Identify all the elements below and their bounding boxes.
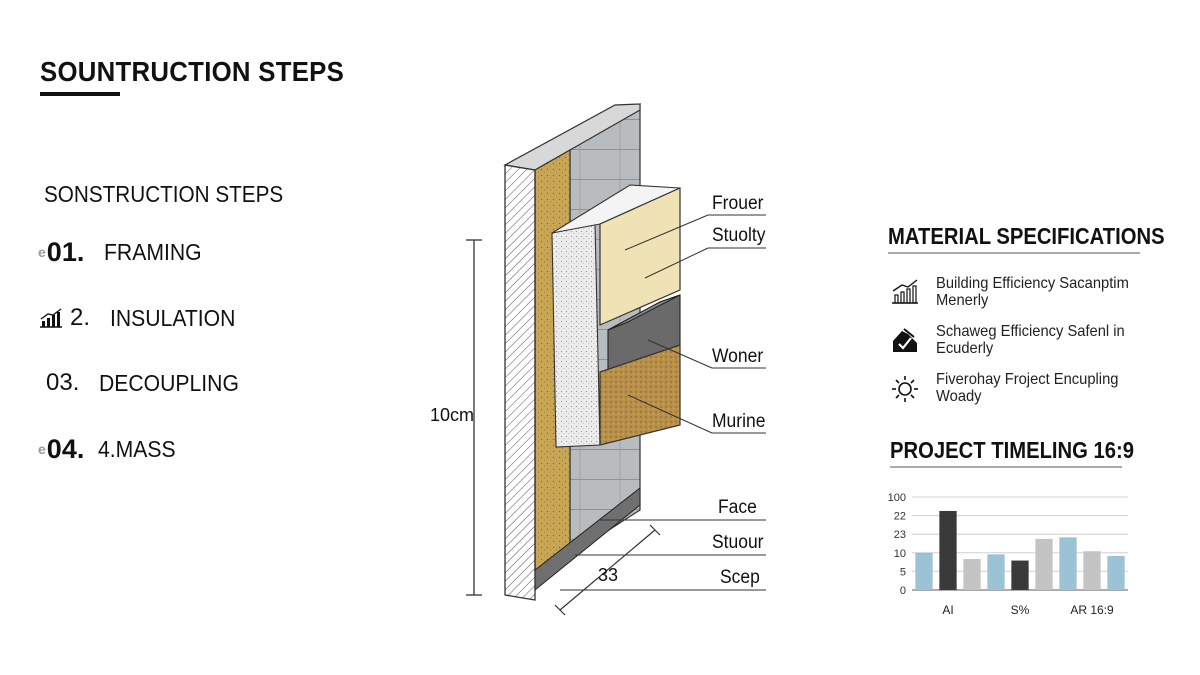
step-number: 03.	[46, 369, 80, 396]
bar-chart-icon	[40, 308, 62, 328]
spec-line-2: Ecuderly	[936, 340, 994, 357]
x-tick-label: AR 16:9	[1070, 603, 1114, 617]
step-item-mass: e 04. 4.MASS	[38, 429, 183, 469]
cork-block	[599, 344, 681, 446]
insulation-block	[599, 187, 681, 326]
bar	[1083, 551, 1101, 590]
dotted-board	[551, 223, 601, 448]
y-tick-label: 0	[900, 585, 906, 597]
step-label: INSULATION	[110, 304, 236, 331]
specs-title: MATERIAL SPECIFICATIONS	[888, 223, 1165, 249]
spec-item: Fiverohay Froject Encupling Woady	[890, 371, 1190, 405]
y-tick-label: 23	[894, 529, 906, 541]
shield-check-icon	[893, 328, 917, 352]
width-dimension-label: 33	[598, 565, 619, 585]
bar	[987, 554, 1005, 590]
bar	[1035, 538, 1053, 590]
spec-line-1: Fiverohay Froject Encupling	[936, 371, 1119, 388]
base-plate	[534, 486, 641, 592]
spec-line-2: Menerly	[936, 292, 989, 309]
callout-label: Scep	[720, 567, 760, 588]
spec-item: Schaweg Efficiency Safenl in Ecuderly	[890, 323, 1190, 357]
step-label: 4.MASS	[98, 435, 176, 462]
step-number: 2.	[70, 304, 91, 331]
title-underline	[40, 92, 120, 96]
step-item-framing: e 01. FRAMING	[38, 232, 210, 272]
y-tick-label: 5	[900, 566, 906, 578]
bar	[939, 510, 957, 590]
x-tick-label: AI	[942, 603, 953, 617]
y-tick-label: 10	[894, 548, 906, 560]
callout-label: Murine	[712, 411, 766, 432]
sun-gear-icon	[892, 376, 918, 402]
callout-label: Frouer	[712, 193, 764, 214]
step-number: 04.	[46, 433, 85, 464]
wall-section-diagram	[466, 102, 766, 616]
step-prefix: e	[38, 441, 46, 457]
x-tick-label: S%	[1011, 603, 1030, 617]
spec-line-2: Woady	[936, 388, 982, 405]
step-label: DECOUPLING	[99, 369, 240, 396]
step-prefix: e	[38, 244, 46, 260]
callout-label: Woner	[712, 346, 764, 367]
y-tick-label: 100	[888, 492, 906, 504]
bar	[915, 552, 933, 590]
callout-label: Stuour	[712, 532, 764, 553]
hatched-front-face	[504, 164, 536, 601]
page-title: SOUNTRUCTION STEPS	[40, 56, 345, 87]
bar	[1011, 560, 1029, 590]
timeline-underline	[890, 466, 1122, 468]
growth-chart-icon	[892, 279, 918, 304]
callout-label: Stuolty	[712, 225, 766, 246]
callout-label: Face	[718, 497, 757, 518]
timeline-bar-chart: 100 22 23 10 5 0AI S% AR 16:9	[888, 492, 1128, 617]
bar	[963, 559, 981, 590]
bar	[1107, 555, 1125, 590]
step-item-insulation: 2. INSULATION	[38, 298, 246, 338]
specs-underline	[888, 252, 1140, 254]
height-dimension-label: 10cm	[430, 405, 475, 425]
spec-item: Building Efficiency Sacanptim Menerly	[890, 275, 1190, 309]
timeline-title: PROJECT TIMELING 16:9	[890, 437, 1135, 463]
section-title: SONSTRUCTION STEPS	[44, 181, 284, 207]
step-label: FRAMING	[104, 238, 202, 265]
spec-line-1: Building Efficiency Sacanptim	[936, 275, 1129, 292]
step-item-decoupling: 03. DECOUPLING	[46, 363, 251, 403]
y-tick-label: 22	[894, 511, 906, 523]
spec-line-1: Schaweg Efficiency Safenl in	[936, 323, 1125, 340]
bar	[1059, 537, 1077, 590]
step-number: 01.	[46, 236, 85, 267]
